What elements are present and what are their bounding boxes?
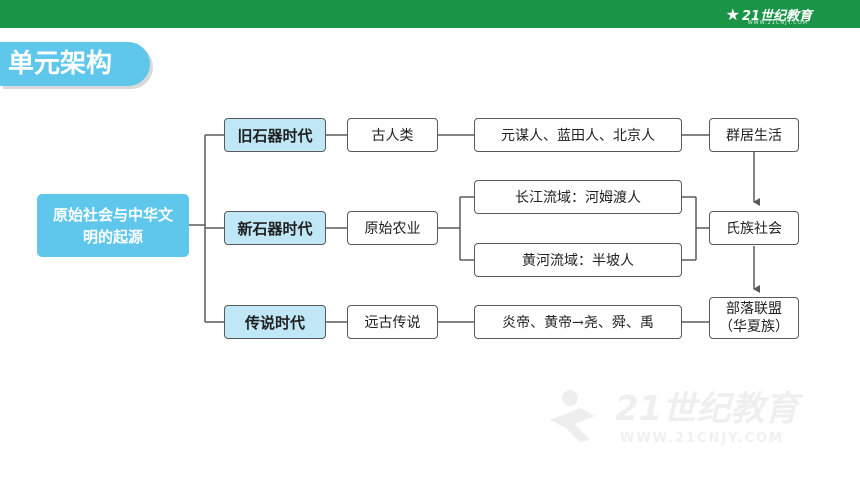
detail-label: 黄河流域：半坡人 — [522, 253, 634, 269]
era-legendary: 传说时代 — [224, 305, 326, 339]
logo-sub: WWW.21CNJY.COM — [747, 20, 808, 26]
section-title: 单元架构 — [8, 49, 113, 79]
watermark-text: 21世纪教育 — [615, 389, 803, 429]
brand-logo: ★ 21世纪教育 — [726, 3, 812, 25]
detail-legendary-rulers: 炎帝、黄帝→尧、舜、禹 — [474, 305, 682, 339]
logo-text: 21世纪教育 — [741, 8, 812, 24]
era-label: 旧石器时代 — [237, 126, 313, 145]
root-label: 原始社会与中华文明的起源 — [52, 205, 173, 246]
root-node: 原始社会与中华文明的起源 — [37, 194, 189, 257]
result-group-living: 群居生活 — [709, 118, 799, 152]
result-clan-society: 氏族社会 — [709, 211, 799, 245]
era-neolithic: 新石器时代 — [224, 211, 326, 245]
stage-label: 远古传说 — [364, 315, 421, 331]
stage-primitive-agriculture: 原始农业 — [347, 211, 438, 245]
detail-yangtze: 长江流域：河姆渡人 — [474, 180, 682, 214]
watermark-logo: 21世纪教育 WWW.21CNJY.COM — [550, 389, 803, 446]
stage-ancient-legends: 远古传说 — [347, 305, 438, 339]
detail-yellow-river: 黄河流域：半坡人 — [474, 243, 682, 277]
detail-early-humans: 元谋人、蓝田人、北京人 — [474, 118, 682, 152]
stage-ancient-humans: 古人类 — [347, 118, 438, 152]
era-paleolithic: 旧石器时代 — [224, 118, 326, 152]
section-title-tab: 单元架构 — [0, 42, 150, 86]
watermark-sub: WWW.21CNJY.COM — [620, 431, 784, 446]
header-bar: ★ 21世纪教育 WWW.21CNJY.COM — [0, 0, 860, 28]
detail-label: 炎帝、黄帝→尧、舜、禹 — [502, 315, 654, 331]
era-label: 传说时代 — [244, 313, 305, 332]
detail-label: 元谋人、蓝田人、北京人 — [501, 128, 655, 144]
result-label: 群居生活 — [726, 128, 782, 144]
era-label: 新石器时代 — [237, 219, 313, 238]
stage-label: 原始农业 — [364, 221, 421, 237]
stage-label: 古人类 — [371, 128, 414, 144]
detail-label: 长江流域：河姆渡人 — [515, 190, 641, 206]
result-label: 部落联盟 — [726, 301, 782, 317]
result-sublabel: （华夏族） — [719, 319, 789, 335]
result-tribal-alliance: 部落联盟 （华夏族） — [709, 297, 799, 339]
result-label: 氏族社会 — [726, 221, 782, 237]
runner-icon: ★ — [725, 4, 740, 24]
